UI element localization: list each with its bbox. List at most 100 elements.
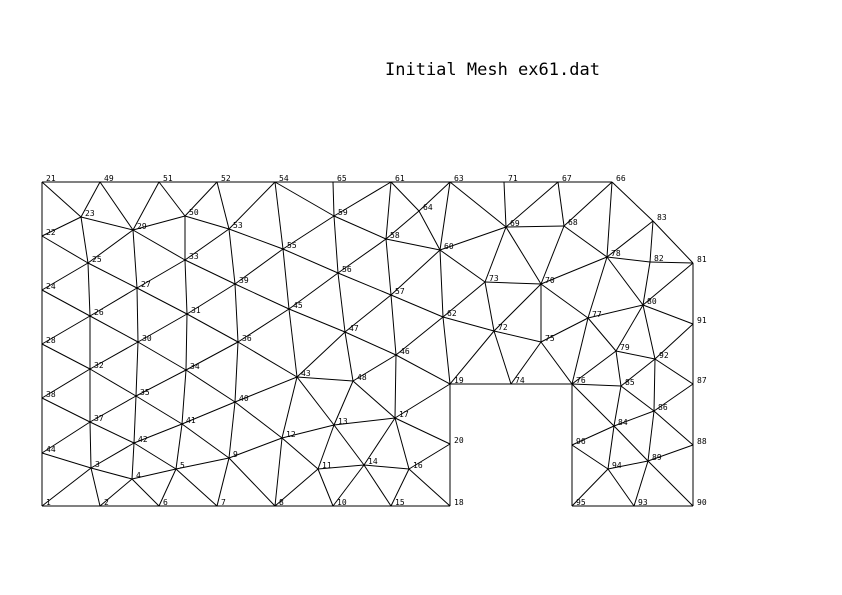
- mesh-edge: [333, 181, 392, 217]
- mesh-edge: [317, 468, 334, 507]
- node-label: 72: [498, 323, 508, 332]
- node-label: 70: [545, 276, 555, 285]
- mesh-edge: [344, 331, 354, 382]
- mesh-edge: [333, 215, 339, 274]
- mesh-edge: [484, 281, 542, 285]
- node-label: 49: [104, 174, 114, 183]
- mesh-edge: [234, 283, 290, 310]
- node-label: 6: [163, 498, 168, 507]
- mesh-edge: [394, 417, 410, 470]
- mesh-edge: [571, 383, 622, 387]
- mesh-edge: [642, 304, 694, 325]
- mesh-edge: [237, 308, 290, 343]
- mesh-edge: [352, 380, 396, 419]
- mesh-edge: [484, 226, 507, 283]
- node-label: 8: [279, 498, 284, 507]
- node-label: 46: [400, 347, 410, 356]
- mesh-edge: [587, 304, 644, 319]
- mesh-edge: [90, 467, 101, 507]
- mesh-edge: [390, 294, 397, 356]
- node-label: 27: [141, 280, 151, 289]
- mesh-edge: [184, 181, 218, 217]
- node-label: 42: [138, 435, 148, 444]
- node-label: 44: [46, 445, 56, 454]
- mesh-edge: [540, 317, 589, 343]
- mesh-edge: [394, 354, 397, 419]
- mesh-edge: [317, 464, 365, 470]
- mesh-edge: [563, 181, 613, 227]
- mesh-edge: [332, 181, 335, 217]
- mesh-edge: [505, 225, 565, 228]
- node-label: 78: [611, 249, 621, 258]
- node-label: 36: [242, 334, 252, 343]
- node-label: 64: [423, 203, 433, 212]
- mesh-edge: [540, 225, 565, 285]
- node-label: 60: [444, 242, 454, 251]
- node-label: 79: [620, 343, 630, 352]
- mesh-edge: [132, 181, 160, 231]
- mesh-edge: [385, 238, 441, 251]
- mesh-edge: [274, 181, 335, 217]
- mesh-edge: [557, 181, 565, 227]
- node-label: 40: [239, 394, 249, 403]
- mesh-edge: [493, 330, 512, 385]
- mesh-edge: [615, 350, 656, 360]
- node-label: 25: [92, 255, 102, 264]
- node-label: 92: [659, 351, 669, 360]
- mesh-edge: [80, 216, 134, 231]
- mesh-edge: [439, 181, 451, 251]
- mesh-edge: [606, 256, 644, 306]
- node-label: 30: [142, 334, 152, 343]
- node-label: 26: [94, 308, 104, 317]
- node-label: 9: [233, 450, 238, 459]
- mesh-edge: [137, 341, 187, 371]
- mesh-edge: [540, 283, 589, 319]
- mesh-edge: [505, 181, 559, 228]
- node-label: 21: [46, 174, 56, 183]
- mesh-edge: [408, 443, 451, 470]
- mesh-edge: [184, 228, 230, 261]
- mesh-edge: [620, 385, 655, 412]
- node-label: 69: [510, 219, 520, 228]
- node-label: 80: [647, 297, 657, 306]
- mesh-edge: [136, 287, 188, 315]
- mesh-edge: [274, 181, 284, 250]
- mesh-edge: [571, 350, 617, 385]
- mesh-edge: [41, 262, 89, 291]
- mesh-edge: [390, 181, 420, 212]
- mesh-edge: [607, 460, 649, 470]
- mesh-edge: [181, 369, 187, 425]
- mesh-edge: [607, 425, 615, 470]
- mesh-edge: [615, 350, 622, 387]
- node-label: 4: [136, 471, 141, 480]
- mesh-edge: [571, 383, 615, 427]
- mesh-edge: [90, 467, 133, 480]
- mesh-edge: [234, 341, 239, 403]
- mesh-edge: [228, 181, 276, 230]
- mesh-edge: [449, 181, 507, 228]
- mesh-edge: [394, 417, 451, 445]
- mesh-edge: [296, 331, 346, 378]
- node-label: 74: [515, 376, 525, 385]
- mesh-edge: [132, 229, 186, 261]
- node-label: 22: [46, 228, 56, 237]
- mesh-edge: [649, 261, 694, 264]
- mesh-edge: [90, 442, 135, 469]
- mesh-edge: [418, 210, 441, 251]
- mesh-edge: [611, 181, 654, 222]
- node-label: 51: [163, 174, 173, 183]
- node-label: 13: [338, 417, 348, 426]
- node-label: 75: [545, 334, 555, 343]
- node-label: 28: [46, 336, 56, 345]
- mesh-edge: [442, 316, 495, 332]
- mesh-edge: [385, 181, 392, 240]
- node-label: 83: [657, 213, 667, 222]
- node-label: 95: [576, 498, 586, 507]
- mesh-edge: [484, 281, 495, 332]
- mesh-edge: [332, 464, 365, 507]
- mesh-edge: [99, 181, 134, 231]
- mesh-edge: [613, 425, 649, 462]
- mesh-edge: [653, 358, 656, 412]
- mesh-edge: [493, 283, 542, 332]
